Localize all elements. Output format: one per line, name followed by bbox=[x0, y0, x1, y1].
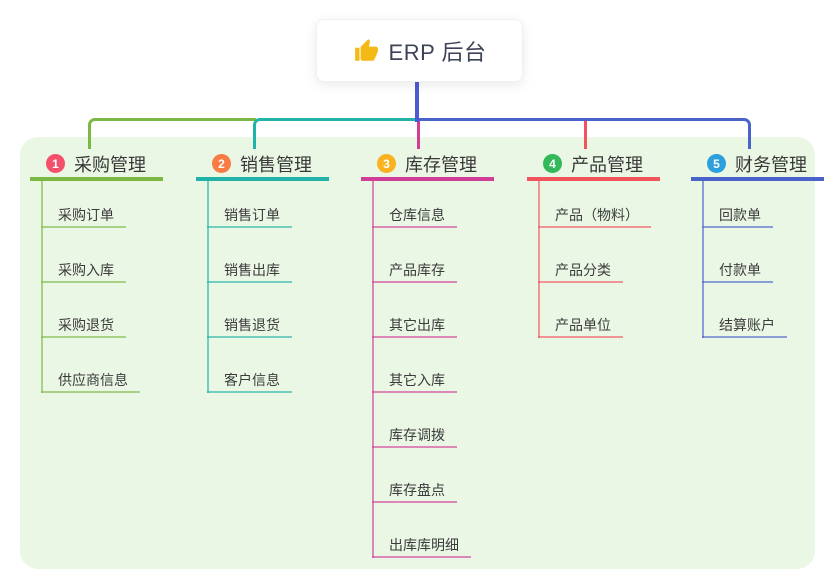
branch-trunk-line bbox=[41, 181, 43, 393]
branch-header-5[interactable]: 5 财务管理 bbox=[691, 150, 824, 181]
branch-title: 采购管理 bbox=[74, 154, 146, 175]
branch-number-badge: 5 bbox=[707, 154, 726, 173]
node-branch1-child3[interactable]: 采购退货 bbox=[41, 314, 126, 338]
root-title: ERP 后台 bbox=[388, 39, 487, 65]
connector-branch-3 bbox=[417, 118, 420, 149]
branch-header-4[interactable]: 4 产品管理 bbox=[527, 150, 660, 181]
node-branch5-child3[interactable]: 结算账户 bbox=[702, 314, 787, 338]
connector-root bbox=[415, 81, 419, 122]
node-branch3-child3[interactable]: 其它出库 bbox=[372, 314, 457, 338]
branch-title: 产品管理 bbox=[571, 154, 643, 175]
branch-trunk-line bbox=[207, 181, 209, 393]
branch-2: 2 销售管理 销售订单销售出库销售退货客户信息 bbox=[196, 0, 366, 588]
node-branch2-child3[interactable]: 销售退货 bbox=[207, 314, 292, 338]
branches-panel bbox=[20, 137, 815, 569]
node-branch1-child2[interactable]: 采购入库 bbox=[41, 259, 126, 283]
node-branch3-child4[interactable]: 其它入库 bbox=[372, 369, 457, 393]
connector-branch-1 bbox=[88, 118, 256, 149]
node-branch2-child1[interactable]: 销售订单 bbox=[207, 204, 292, 228]
node-branch4-child2[interactable]: 产品分类 bbox=[538, 259, 623, 283]
node-branch3-child2[interactable]: 产品库存 bbox=[372, 259, 457, 283]
node-branch1-child1[interactable]: 采购订单 bbox=[41, 204, 126, 228]
branch-4: 4 产品管理 产品（物料） 产品分类产品单位 bbox=[527, 0, 697, 588]
branch-trunk-line bbox=[702, 181, 704, 338]
branch-header-3[interactable]: 3 库存管理 bbox=[361, 150, 494, 181]
branch-number-badge: 1 bbox=[46, 154, 65, 173]
branch-title: 销售管理 bbox=[240, 154, 312, 175]
branch-number-badge: 4 bbox=[543, 154, 562, 173]
node-branch3-child1[interactable]: 仓库信息 bbox=[372, 204, 457, 228]
node-branch3-child7[interactable]: 出库库明细 bbox=[372, 534, 471, 558]
branch-trunk-line bbox=[372, 181, 374, 558]
node-branch5-child1[interactable]: 回款单 bbox=[702, 204, 773, 228]
node-branch1-child4[interactable]: 供应商信息 bbox=[41, 369, 140, 393]
connector-branch-4 bbox=[584, 120, 587, 149]
node-branch3-child5[interactable]: 库存调拨 bbox=[372, 424, 457, 448]
node-branch2-child4[interactable]: 客户信息 bbox=[207, 369, 292, 393]
branch-1: 1 采购管理 采购订单采购入库采购退货供应商信息 bbox=[30, 0, 200, 588]
node-branch3-child6[interactable]: 库存盘点 bbox=[372, 479, 457, 503]
branch-3: 3 库存管理 仓库信息产品库存其它出库其它入库库存调拨库存盘点出库库明细 bbox=[361, 0, 531, 588]
node-branch4-child1[interactable]: 产品（物料） bbox=[538, 204, 651, 228]
thumbs-up-icon bbox=[354, 38, 378, 61]
branch-number-badge: 2 bbox=[212, 154, 231, 173]
branch-header-1[interactable]: 1 采购管理 bbox=[30, 150, 163, 181]
root-node[interactable]: ERP 后台 bbox=[316, 19, 523, 82]
branch-header-2[interactable]: 2 销售管理 bbox=[196, 150, 329, 181]
node-branch4-child3[interactable]: 产品单位 bbox=[538, 314, 623, 338]
branch-title: 财务管理 bbox=[735, 154, 807, 175]
node-branch2-child2[interactable]: 销售出库 bbox=[207, 259, 292, 283]
branch-5: 5 财务管理 回款单付款单结算账户 bbox=[691, 0, 839, 588]
connector-branch-2 bbox=[253, 118, 419, 149]
branch-title: 库存管理 bbox=[405, 154, 477, 175]
node-branch5-child2[interactable]: 付款单 bbox=[702, 259, 773, 283]
branch-trunk-line bbox=[538, 181, 540, 338]
branch-number-badge: 3 bbox=[377, 154, 396, 173]
connector-branch-5 bbox=[417, 118, 751, 149]
